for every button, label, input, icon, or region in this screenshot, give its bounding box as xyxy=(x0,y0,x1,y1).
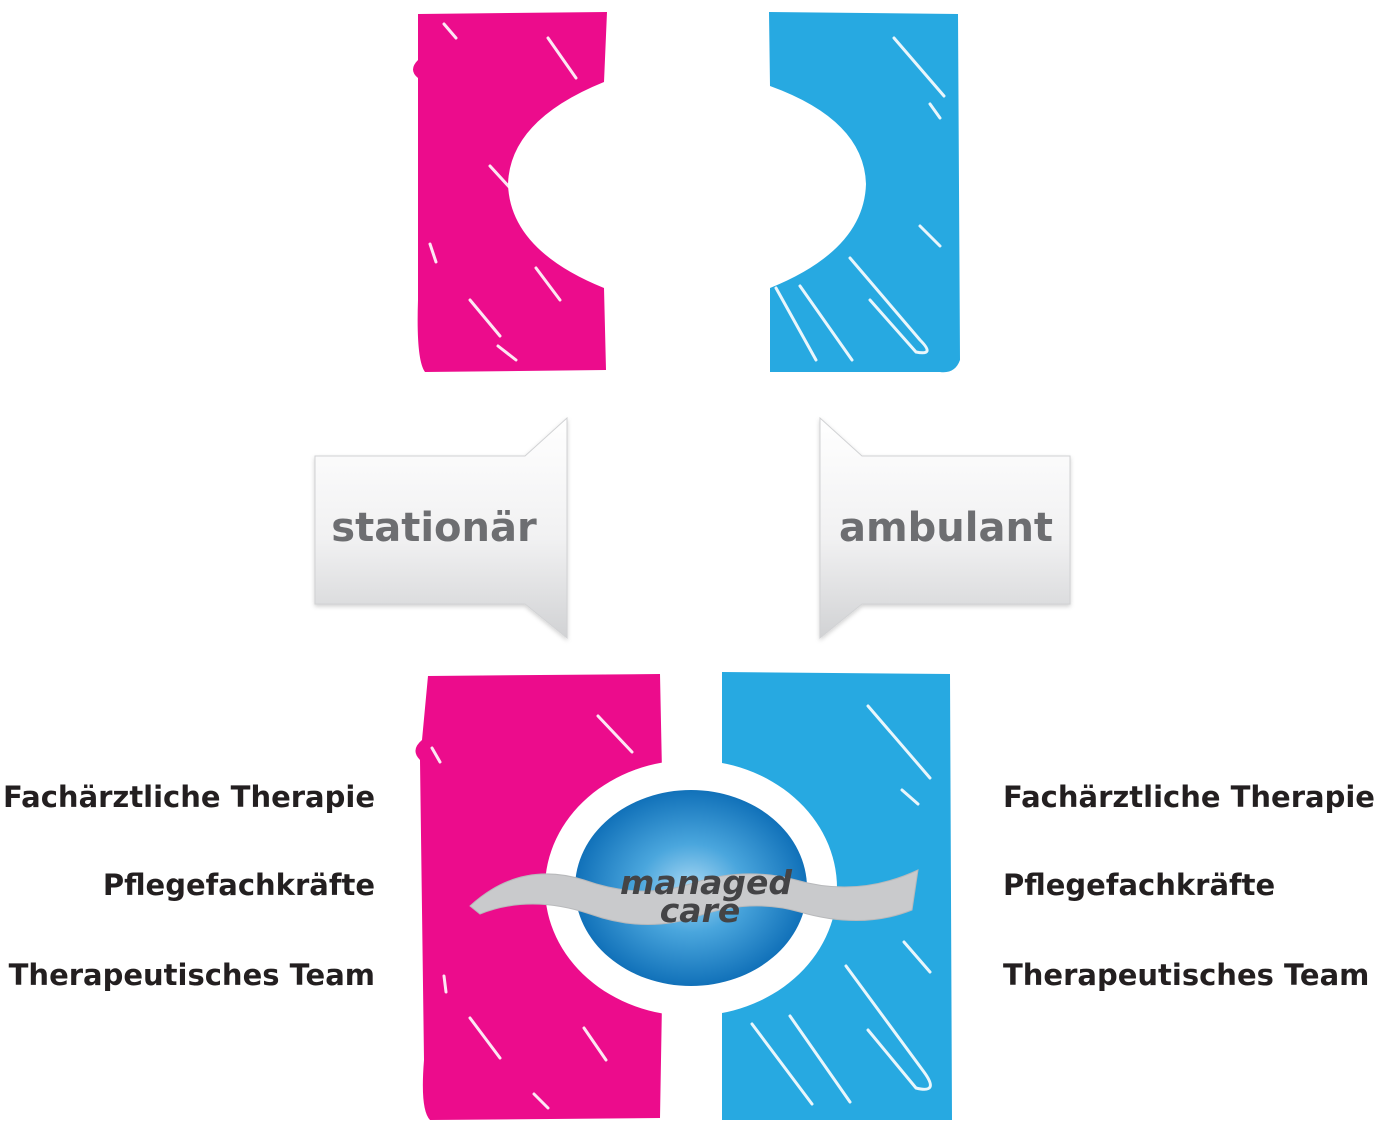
left-label-fachaerztliche-therapie: Fachärztliche Therapie xyxy=(3,780,375,814)
top-left-piece xyxy=(413,12,607,372)
left-label-pflegefachkraefte: Pflegefachkräfte xyxy=(102,868,375,902)
managed-care-line1: managed xyxy=(620,863,792,902)
right-label-therapeutisches-team: Therapeutisches Team xyxy=(1003,958,1370,992)
callout-stationaer-label: stationär xyxy=(331,505,537,551)
managed-care-line2: care xyxy=(660,891,741,930)
managed-care-badge xyxy=(469,760,919,1016)
callout-ambulant-label: ambulant xyxy=(839,505,1053,551)
right-label-pflegefachkraefte: Pflegefachkräfte xyxy=(1003,868,1276,902)
callout-stationaer xyxy=(314,416,568,640)
right-label-fachaerztliche-therapie: Fachärztliche Therapie xyxy=(1003,780,1375,814)
top-right-piece xyxy=(769,12,960,373)
ribbon-swoosh xyxy=(469,869,919,926)
left-label-therapeutisches-team: Therapeutisches Team xyxy=(8,958,375,992)
callout-ambulant xyxy=(819,416,1071,640)
